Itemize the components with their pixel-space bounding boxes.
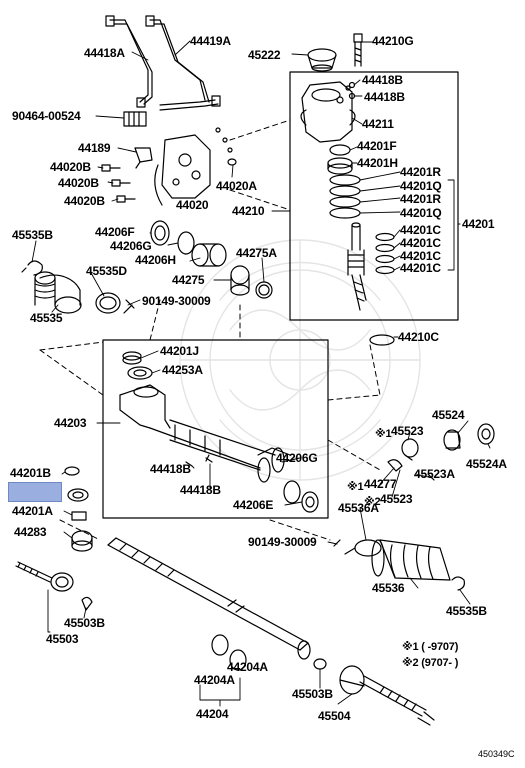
note-marker-1b: ※1 xyxy=(347,481,364,493)
label-part-44201R-a[interactable]: 44201R xyxy=(400,165,441,179)
note-marker-1a: ※1 xyxy=(375,428,392,440)
pressure-tubes xyxy=(105,15,221,127)
rack-boot-45535 xyxy=(34,271,82,314)
label-part-44204A-a[interactable]: 44204A xyxy=(227,660,268,674)
tie-rod-end-45503 xyxy=(15,561,74,592)
label-part-45523-a[interactable]: 45523 xyxy=(391,424,424,438)
legend-line-1: ※1 ( -9707) xyxy=(402,641,459,653)
label-part-44253A[interactable]: 44253A xyxy=(162,363,203,377)
label-part-45535[interactable]: 45535 xyxy=(30,311,63,325)
label-part-44206E[interactable]: 44206E xyxy=(233,498,274,512)
label-part-44201[interactable]: 44201 xyxy=(462,217,495,231)
legend-line-2: ※2 (9707- ) xyxy=(402,657,459,669)
label-part-44211[interactable]: 44211 xyxy=(362,117,394,131)
label-part-44419A[interactable]: 44419A xyxy=(190,34,231,48)
label-part-44201R-b[interactable]: 44201R xyxy=(400,192,441,206)
label-part-45503B-b[interactable]: 45503B xyxy=(292,687,333,701)
label-part-45503B-a[interactable]: 45503B xyxy=(64,616,105,630)
leader-lines xyxy=(31,40,491,707)
tie-rod-45504 xyxy=(339,665,435,726)
label-part-44206H[interactable]: 44206H xyxy=(135,253,176,267)
label-part-44206G-a[interactable]: 44206G xyxy=(110,239,152,253)
dust-seal-45222 xyxy=(307,48,337,72)
label-part-44204A-b[interactable]: 44204A xyxy=(194,673,235,687)
label-part-45535B-b[interactable]: 45535B xyxy=(446,604,487,618)
label-part-44189[interactable]: 44189 xyxy=(78,141,111,155)
control-valve-shaft xyxy=(347,222,367,311)
rack-boot-45536 xyxy=(371,539,451,581)
label-part-45503[interactable]: 45503 xyxy=(46,632,79,646)
label-part-44020[interactable]: 44020 xyxy=(176,198,209,212)
label-part-45523A[interactable]: 45523A xyxy=(414,467,455,481)
label-part-44206F[interactable]: 44206F xyxy=(95,225,135,239)
label-part-44201C-c[interactable]: 44201C xyxy=(400,249,441,263)
valve-assembly-box xyxy=(289,71,459,321)
valve-body-44020 xyxy=(154,134,211,206)
label-part-44020A[interactable]: 44020A xyxy=(216,179,257,193)
label-part-44418A[interactable]: 44418A xyxy=(84,46,125,60)
label-part-44020B-a[interactable]: 44020B xyxy=(50,160,91,174)
label-part-44020B-b[interactable]: 44020B xyxy=(58,176,99,190)
label-part-44201F[interactable]: 44201F xyxy=(357,139,397,153)
label-part-44277[interactable]: 44277 xyxy=(364,477,397,491)
label-part-45535D[interactable]: 45535D xyxy=(86,264,127,278)
highlighted-part-44201B[interactable] xyxy=(8,482,62,502)
label-part-45504[interactable]: 45504 xyxy=(318,709,351,723)
valve-housing-44211 xyxy=(300,81,356,143)
label-part-45222[interactable]: 45222 xyxy=(248,48,281,62)
label-part-45524[interactable]: 45524 xyxy=(432,408,465,422)
gear-housing-44203 xyxy=(119,384,291,483)
label-part-44201B[interactable]: 44201B xyxy=(10,466,51,480)
label-part-44418B-d[interactable]: 44418B xyxy=(180,483,221,497)
label-part-44201H[interactable]: 44201H xyxy=(357,156,398,170)
label-part-44203[interactable]: 44203 xyxy=(54,416,87,430)
bolt-44210G xyxy=(353,33,363,67)
label-part-45536[interactable]: 45536 xyxy=(372,581,405,595)
label-part-44210C[interactable]: 44210C xyxy=(398,330,439,344)
label-part-44020B-c[interactable]: 44020B xyxy=(64,194,105,208)
illustration-code: 450349C xyxy=(478,749,515,759)
label-part-44418B-a[interactable]: 44418B xyxy=(362,73,403,87)
cylinder-end-44206H xyxy=(191,243,227,267)
bracket-44189 xyxy=(134,147,153,169)
note-marker-2: ※2 xyxy=(364,496,381,508)
rack-bar-44204 xyxy=(107,537,311,660)
label-part-44418B-c[interactable]: 44418B xyxy=(150,462,191,476)
label-part-44201Q-a[interactable]: 44201Q xyxy=(400,179,442,193)
label-part-90149-30009-b[interactable]: 90149-30009 xyxy=(248,535,317,549)
label-part-44201A[interactable]: 44201A xyxy=(12,504,53,518)
housing-assembly-box xyxy=(102,339,329,519)
label-part-44418B-b[interactable]: 44418B xyxy=(364,90,405,104)
watermark-emblem xyxy=(179,239,421,481)
label-part-44201C-a[interactable]: 44201C xyxy=(400,223,441,237)
label-part-44201C-b[interactable]: 44201C xyxy=(400,236,441,250)
label-part-44206G-b[interactable]: 44206G xyxy=(276,451,318,465)
label-part-44210G[interactable]: 44210G xyxy=(372,34,414,48)
label-part-45523-b[interactable]: 45523 xyxy=(380,492,413,506)
label-part-45524A[interactable]: 45524A xyxy=(466,457,507,471)
label-part-44201Q-b[interactable]: 44201Q xyxy=(400,206,442,220)
label-part-90149-30009-a[interactable]: 90149-30009 xyxy=(142,294,211,308)
label-part-44201J[interactable]: 44201J xyxy=(160,344,199,358)
label-part-45535B-a[interactable]: 45535B xyxy=(12,228,53,242)
label-part-44210[interactable]: 44210 xyxy=(232,204,265,218)
label-part-44283[interactable]: 44283 xyxy=(14,525,47,539)
label-part-90464-00524[interactable]: 90464-00524 xyxy=(12,109,81,123)
label-part-44204[interactable]: 44204 xyxy=(196,707,229,721)
label-part-45536A[interactable]: 45536A xyxy=(338,501,379,515)
label-part-44275[interactable]: 44275 xyxy=(172,273,205,287)
label-part-44201C-d[interactable]: 44201C xyxy=(400,261,441,275)
label-part-44275A[interactable]: 44275A xyxy=(236,246,277,260)
